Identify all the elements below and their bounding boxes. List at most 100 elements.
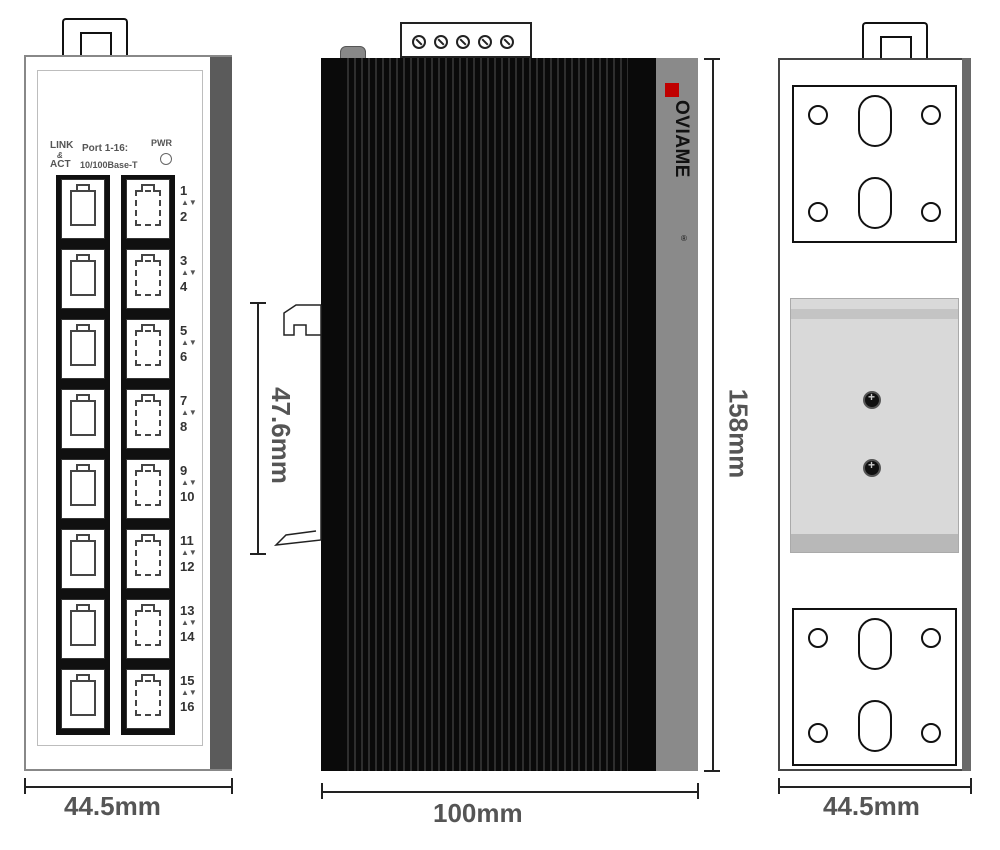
port-number: 10 xyxy=(180,489,195,504)
mounting-hole-icon xyxy=(808,202,828,222)
front-top-bracket xyxy=(62,18,128,60)
keyhole-slot-icon xyxy=(858,177,892,229)
rj45-port-icon xyxy=(126,669,170,729)
terminal-screw-icon xyxy=(500,35,514,49)
mounting-hole-icon xyxy=(808,105,828,125)
port-number: 7 xyxy=(180,393,188,408)
port-number: 15 xyxy=(180,673,195,688)
act-label: ACT xyxy=(50,159,71,170)
rj45-port-icon xyxy=(61,249,105,309)
mounting-hole-icon xyxy=(921,723,941,743)
dim-tick xyxy=(24,778,26,794)
port-number: 12 xyxy=(180,559,195,574)
dim-line-height xyxy=(712,58,714,771)
side-view-left-band xyxy=(321,58,343,771)
mounting-hole-icon xyxy=(921,628,941,648)
side-view-right-band xyxy=(628,58,656,771)
rj45-port-icon xyxy=(126,249,170,309)
rj45-port-icon xyxy=(126,389,170,449)
keyhole-slot-icon xyxy=(858,618,892,670)
link-label: LINK xyxy=(50,140,74,151)
rj45-port-icon xyxy=(61,319,105,379)
dim-tick xyxy=(250,553,266,555)
side-width-label: 100mm xyxy=(433,798,523,828)
rj45-port-icon xyxy=(61,389,105,449)
dim-tick xyxy=(778,778,780,794)
port-number: 13 xyxy=(180,603,195,618)
port-arrow-icon: ▲▼ xyxy=(181,618,197,627)
front-width-label: 44.5mm xyxy=(64,791,161,821)
front-view-side-edge xyxy=(210,57,232,769)
mounting-hole-icon xyxy=(808,723,828,743)
dim-line-back-width xyxy=(778,786,971,788)
mount-plate-bottom xyxy=(792,608,957,766)
rj45-port-icon xyxy=(61,179,105,239)
keyhole-slot-icon xyxy=(858,700,892,752)
port-number: 6 xyxy=(180,349,188,364)
amp-label: & xyxy=(57,151,63,160)
mounting-hole-icon xyxy=(921,105,941,125)
port-number: 2 xyxy=(180,209,188,224)
rj45-port-icon xyxy=(61,599,105,659)
side-view-brand-panel xyxy=(656,58,698,771)
rj45-port-icon xyxy=(61,459,105,519)
port-arrow-icon: ▲▼ xyxy=(181,478,197,487)
port-column-right xyxy=(121,175,175,735)
port-arrow-icon: ▲▼ xyxy=(181,338,197,347)
port-arrow-icon: ▲▼ xyxy=(181,548,197,557)
power-terminal-block xyxy=(400,22,532,58)
back-view-edge xyxy=(962,58,971,771)
speed-label: 10/100Base-T xyxy=(80,160,138,170)
registered-mark: ® xyxy=(681,234,687,243)
rj45-port-icon xyxy=(126,319,170,379)
brand-name: OVIAME xyxy=(671,100,692,178)
terminal-screw-icon xyxy=(412,35,426,49)
keyhole-slot-icon xyxy=(858,95,892,147)
rj45-port-icon xyxy=(61,669,105,729)
terminal-screw-icon xyxy=(456,35,470,49)
back-width-label: 44.5mm xyxy=(823,791,920,821)
pwr-label: PWR xyxy=(151,138,172,148)
bracket-slot xyxy=(80,32,112,60)
back-top-bracket xyxy=(862,22,928,64)
port-number: 11 xyxy=(180,533,194,548)
height-label: 158mm xyxy=(723,388,754,479)
brand-logo-icon xyxy=(665,83,679,97)
dim-line-front-width xyxy=(24,786,232,788)
port-arrow-icon: ▲▼ xyxy=(181,688,197,697)
rj45-port-icon xyxy=(61,529,105,589)
ports-label: Port 1-16: xyxy=(82,143,129,154)
din-rail-clip xyxy=(790,298,959,553)
dim-tick xyxy=(970,778,972,794)
dim-tick xyxy=(250,302,266,304)
din-clip-stripe xyxy=(791,309,958,319)
port-number: 8 xyxy=(180,419,188,434)
dim-tick xyxy=(704,770,720,772)
dim-tick xyxy=(321,783,323,799)
side-view-heatsink xyxy=(321,58,656,771)
port-number: 5 xyxy=(180,323,188,338)
din-rail-clip-outline xyxy=(273,304,322,546)
port-number: 4 xyxy=(180,279,188,294)
din-clip-stripe xyxy=(791,534,958,552)
mount-plate-top xyxy=(792,85,957,243)
port-arrow-icon: ▲▼ xyxy=(181,408,197,417)
port-number: 1 xyxy=(180,183,188,198)
din-screw-icon xyxy=(863,390,881,409)
dim-line-din-rail xyxy=(257,302,259,554)
rj45-port-icon xyxy=(126,459,170,519)
dim-line-side-width xyxy=(321,791,698,793)
rj45-port-icon xyxy=(126,599,170,659)
port-number: 9 xyxy=(180,463,188,478)
din-screw-icon xyxy=(863,458,881,477)
port-arrow-icon: ▲▼ xyxy=(181,198,197,207)
dim-tick xyxy=(704,58,720,60)
mounting-hole-icon xyxy=(808,628,828,648)
mounting-hole-icon xyxy=(921,202,941,222)
port-arrow-icon: ▲▼ xyxy=(181,268,197,277)
terminal-screw-icon xyxy=(478,35,492,49)
power-led-icon xyxy=(160,153,172,165)
port-column-left xyxy=(56,175,110,735)
bracket-slot xyxy=(880,36,912,64)
